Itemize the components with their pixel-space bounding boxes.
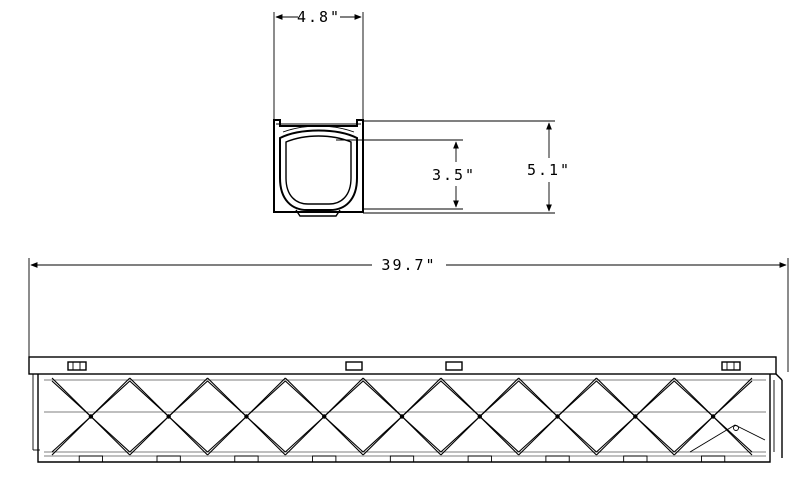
- rib-node: [477, 414, 482, 419]
- rib-node: [166, 414, 171, 419]
- foot: [78, 455, 104, 462]
- rib-node: [88, 414, 94, 419]
- rib-node: [399, 414, 405, 419]
- side-view: 39.7": [28, 256, 789, 463]
- height-dimension-label: 5.1": [527, 161, 571, 179]
- rib-node: [322, 414, 327, 419]
- rib-lattice: [51, 377, 753, 456]
- foot: [156, 455, 181, 462]
- rib-node: [555, 414, 560, 419]
- slot-center-left: [345, 361, 363, 371]
- foot: [623, 455, 648, 462]
- bottom-feet: [78, 455, 726, 462]
- slot-center-right: [445, 361, 463, 371]
- depth-dimension-label: 3.5": [432, 166, 476, 184]
- foot: [389, 455, 415, 462]
- foot: [312, 455, 337, 462]
- top-flange: [28, 356, 777, 375]
- foot: [234, 455, 259, 462]
- cross-section-view: 4.8" 3.5" 5.1": [273, 8, 571, 217]
- rib-node: [633, 414, 638, 419]
- foot: [467, 455, 492, 462]
- channel-profile: [273, 119, 364, 213]
- foot: [545, 455, 570, 462]
- channel-body: [37, 374, 771, 463]
- slot-left: [67, 361, 87, 371]
- slot-right: [721, 361, 741, 371]
- rib-node: [710, 414, 716, 419]
- width-dimension-label: 4.8": [297, 8, 341, 26]
- rib-node: [244, 414, 249, 419]
- foot: [700, 455, 726, 462]
- length-dimension-label: 39.7": [381, 256, 436, 274]
